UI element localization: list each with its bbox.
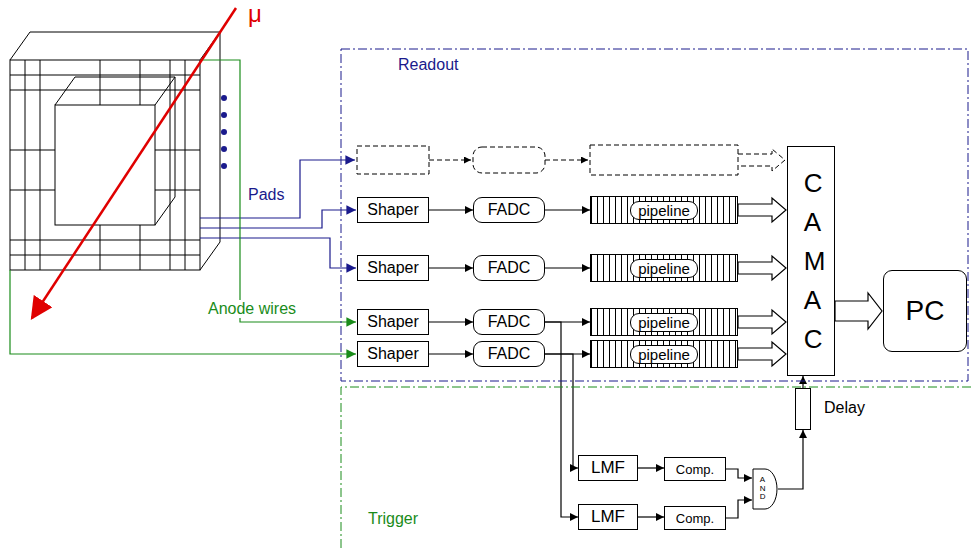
- further-channels: [357, 145, 785, 175]
- box-label: FADC: [488, 201, 531, 219]
- box-label: Shaper: [367, 259, 419, 277]
- box-label: pipeline: [630, 259, 698, 278]
- signal-line: [545, 267, 590, 268]
- lmf-box: LMF: [578, 504, 638, 530]
- pipeline-buffer: pipeline: [590, 340, 738, 368]
- signal-line: [726, 469, 752, 478]
- box-label: AND: [760, 476, 764, 502]
- region-label: Readout: [398, 56, 459, 74]
- region-outline: [340, 386, 971, 549]
- box-label: Shaper: [367, 201, 419, 219]
- anode-wire: [10, 270, 356, 354]
- box-label: Shaper: [367, 313, 419, 331]
- region-label: Trigger: [368, 510, 418, 528]
- shaper-box: Shaper: [357, 255, 429, 281]
- signal-line: [429, 321, 473, 322]
- signal-line: [429, 353, 473, 354]
- box-label: LMF: [591, 507, 625, 527]
- box-label: LMF: [591, 458, 625, 478]
- bus-arrow: [738, 310, 786, 334]
- pipeline-buffer: pipeline: [590, 254, 738, 282]
- box-label: pipeline: [630, 201, 698, 220]
- signal-line: [429, 267, 473, 268]
- pc-box: PC: [883, 270, 967, 352]
- box-label: FADC: [488, 259, 531, 277]
- pipeline-buffer: pipeline: [590, 308, 738, 336]
- fadc-box: FADC: [473, 309, 545, 335]
- pad-dots: [221, 95, 227, 169]
- bus-arrow: [738, 256, 786, 280]
- signal-line: [545, 354, 578, 468]
- pad-wire: [200, 160, 355, 218]
- readout-region: ReadoutShaperFADCpipelineShaperFADCpipel…: [340, 48, 969, 382]
- fadc-box: FADC: [473, 341, 545, 367]
- and-gate: AND: [752, 468, 778, 510]
- pad-wire: [200, 210, 356, 228]
- pipeline-buffer: pipeline: [590, 196, 738, 224]
- detector-frame: [10, 32, 220, 270]
- signal-line: [545, 209, 590, 210]
- camac-crate: CAMAC: [787, 146, 835, 376]
- box-label: Comp.: [676, 511, 714, 526]
- delay-box: Delay: [795, 388, 811, 430]
- bus-arrow: [738, 198, 786, 222]
- comparator-box: Comp.: [664, 457, 726, 481]
- box-label: PC: [906, 295, 945, 327]
- fadc-box: FADC: [473, 197, 545, 223]
- shaper-box: Shaper: [357, 197, 429, 223]
- box-label: pipeline: [630, 345, 698, 364]
- anode-wires-label: Anode wires: [206, 300, 298, 318]
- shaper-box: Shaper: [357, 309, 429, 335]
- anode-wire: [200, 60, 356, 322]
- signal-line: [778, 430, 803, 489]
- pad-wire: [200, 238, 356, 268]
- shaper-box: Shaper: [357, 341, 429, 367]
- box-label: FADC: [488, 345, 531, 363]
- box-label: Shaper: [367, 345, 419, 363]
- signal-line: [638, 516, 664, 517]
- fadc-box: FADC: [473, 255, 545, 281]
- box-label: pipeline: [630, 313, 698, 332]
- signal-line: [638, 467, 664, 468]
- muon-track: [32, 8, 236, 318]
- gate-outline: [752, 468, 778, 510]
- box-label: FADC: [488, 313, 531, 331]
- lmf-box: LMF: [578, 455, 638, 481]
- box-label: Delay: [824, 399, 865, 417]
- signal-line: [726, 500, 752, 518]
- signal-line: [802, 376, 803, 388]
- pads-label: Pads: [246, 186, 286, 204]
- bus-arrow: [835, 293, 882, 329]
- trigger-region: Trigger LMF LMF Comp. Comp. AND Delay: [340, 386, 971, 549]
- signal-line: [429, 209, 473, 210]
- particle-label: μ: [246, 0, 264, 28]
- box-label: Comp.: [676, 462, 714, 477]
- comparator-box: Comp.: [664, 506, 726, 530]
- signal-line: [545, 322, 578, 517]
- box-label: CAMAC: [804, 164, 818, 359]
- bus-arrow: [738, 342, 786, 366]
